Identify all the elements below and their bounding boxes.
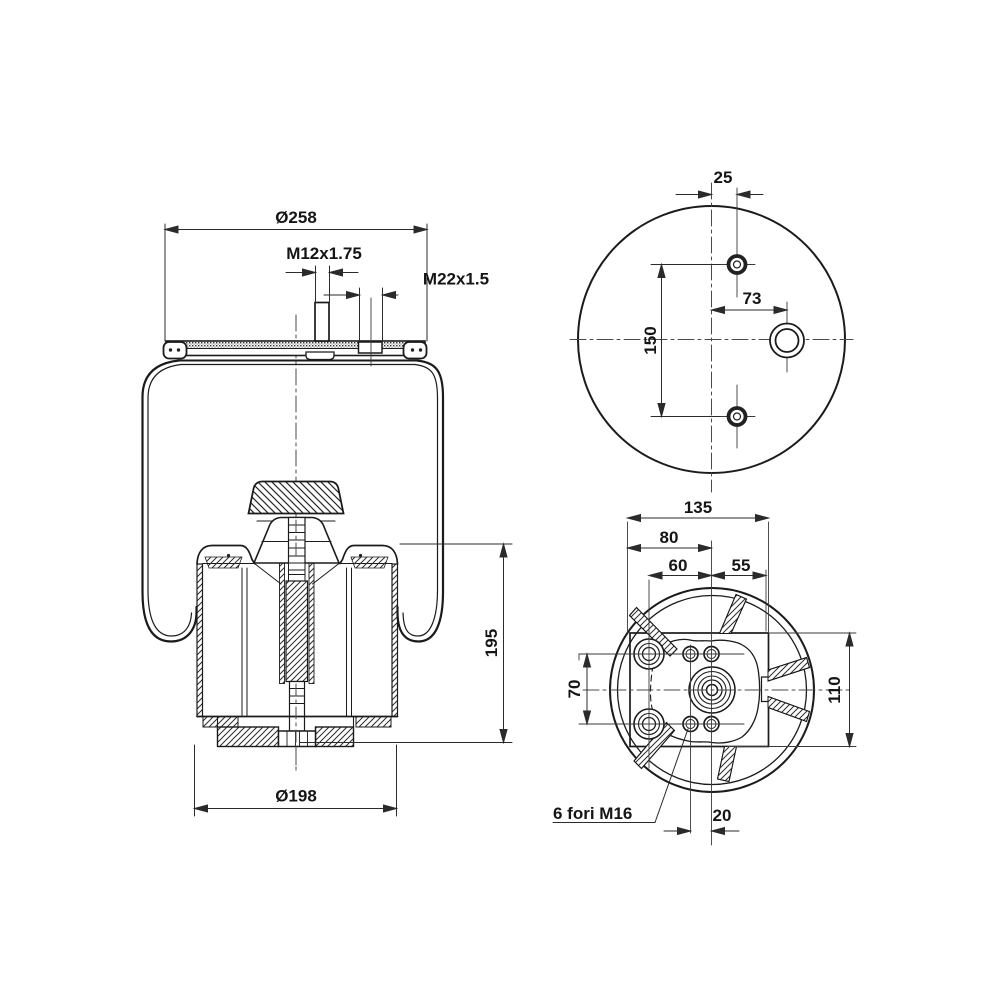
bellows bbox=[141, 359, 445, 643]
dim-label-25: 25 bbox=[714, 168, 733, 187]
side-dimensions bbox=[163, 223, 513, 817]
bottom-view: 135 80 60 55 70 110 20 6 fori M16 bbox=[552, 498, 857, 846]
bottom-nut bbox=[277, 730, 317, 748]
air-fitting-hole bbox=[769, 322, 805, 359]
dim-label-55: 55 bbox=[732, 556, 751, 575]
plate-crimp-left bbox=[162, 341, 188, 360]
bottom-dimensions bbox=[552, 513, 854, 836]
piston-cone bbox=[252, 516, 341, 565]
side-view: Ø258 M12x1.75 M22x1.5 195 Ø198 bbox=[141, 208, 513, 817]
dim-label-d258: Ø258 bbox=[275, 208, 317, 227]
air-fitting-m22 bbox=[357, 341, 383, 354]
dim-label-150: 150 bbox=[641, 326, 660, 354]
top-view: 25 73 150 bbox=[569, 168, 854, 493]
dim-label-d198: Ø198 bbox=[275, 787, 317, 806]
dim-label-20: 20 bbox=[713, 806, 732, 825]
dim-label-m12: M12x1.75 bbox=[286, 244, 362, 263]
construction-lines bbox=[578, 521, 857, 846]
top-plate bbox=[162, 297, 428, 367]
stud-hole-top bbox=[726, 254, 748, 275]
dim-label-80: 80 bbox=[660, 528, 679, 547]
label-6-fori-m16: 6 fori M16 bbox=[553, 804, 632, 823]
blind-nut bbox=[305, 351, 335, 361]
dim-label-110: 110 bbox=[825, 676, 844, 703]
dim-label-60: 60 bbox=[669, 556, 688, 575]
plate-crimp-right bbox=[402, 341, 428, 360]
piston-flange bbox=[196, 544, 399, 585]
piston-body bbox=[196, 562, 399, 748]
bumper bbox=[247, 480, 345, 522]
dim-label-135: 135 bbox=[684, 498, 712, 517]
top-dimensions bbox=[650, 190, 789, 419]
dim-label-195: 195 bbox=[482, 629, 501, 657]
dim-label-70: 70 bbox=[565, 680, 584, 699]
dim-label-m22: M22x1.5 bbox=[423, 270, 489, 289]
stud-m12 bbox=[314, 301, 330, 342]
stud-hole-bottom bbox=[726, 406, 748, 427]
piston-ribs bbox=[628, 593, 811, 783]
dim-label-73: 73 bbox=[743, 289, 762, 308]
